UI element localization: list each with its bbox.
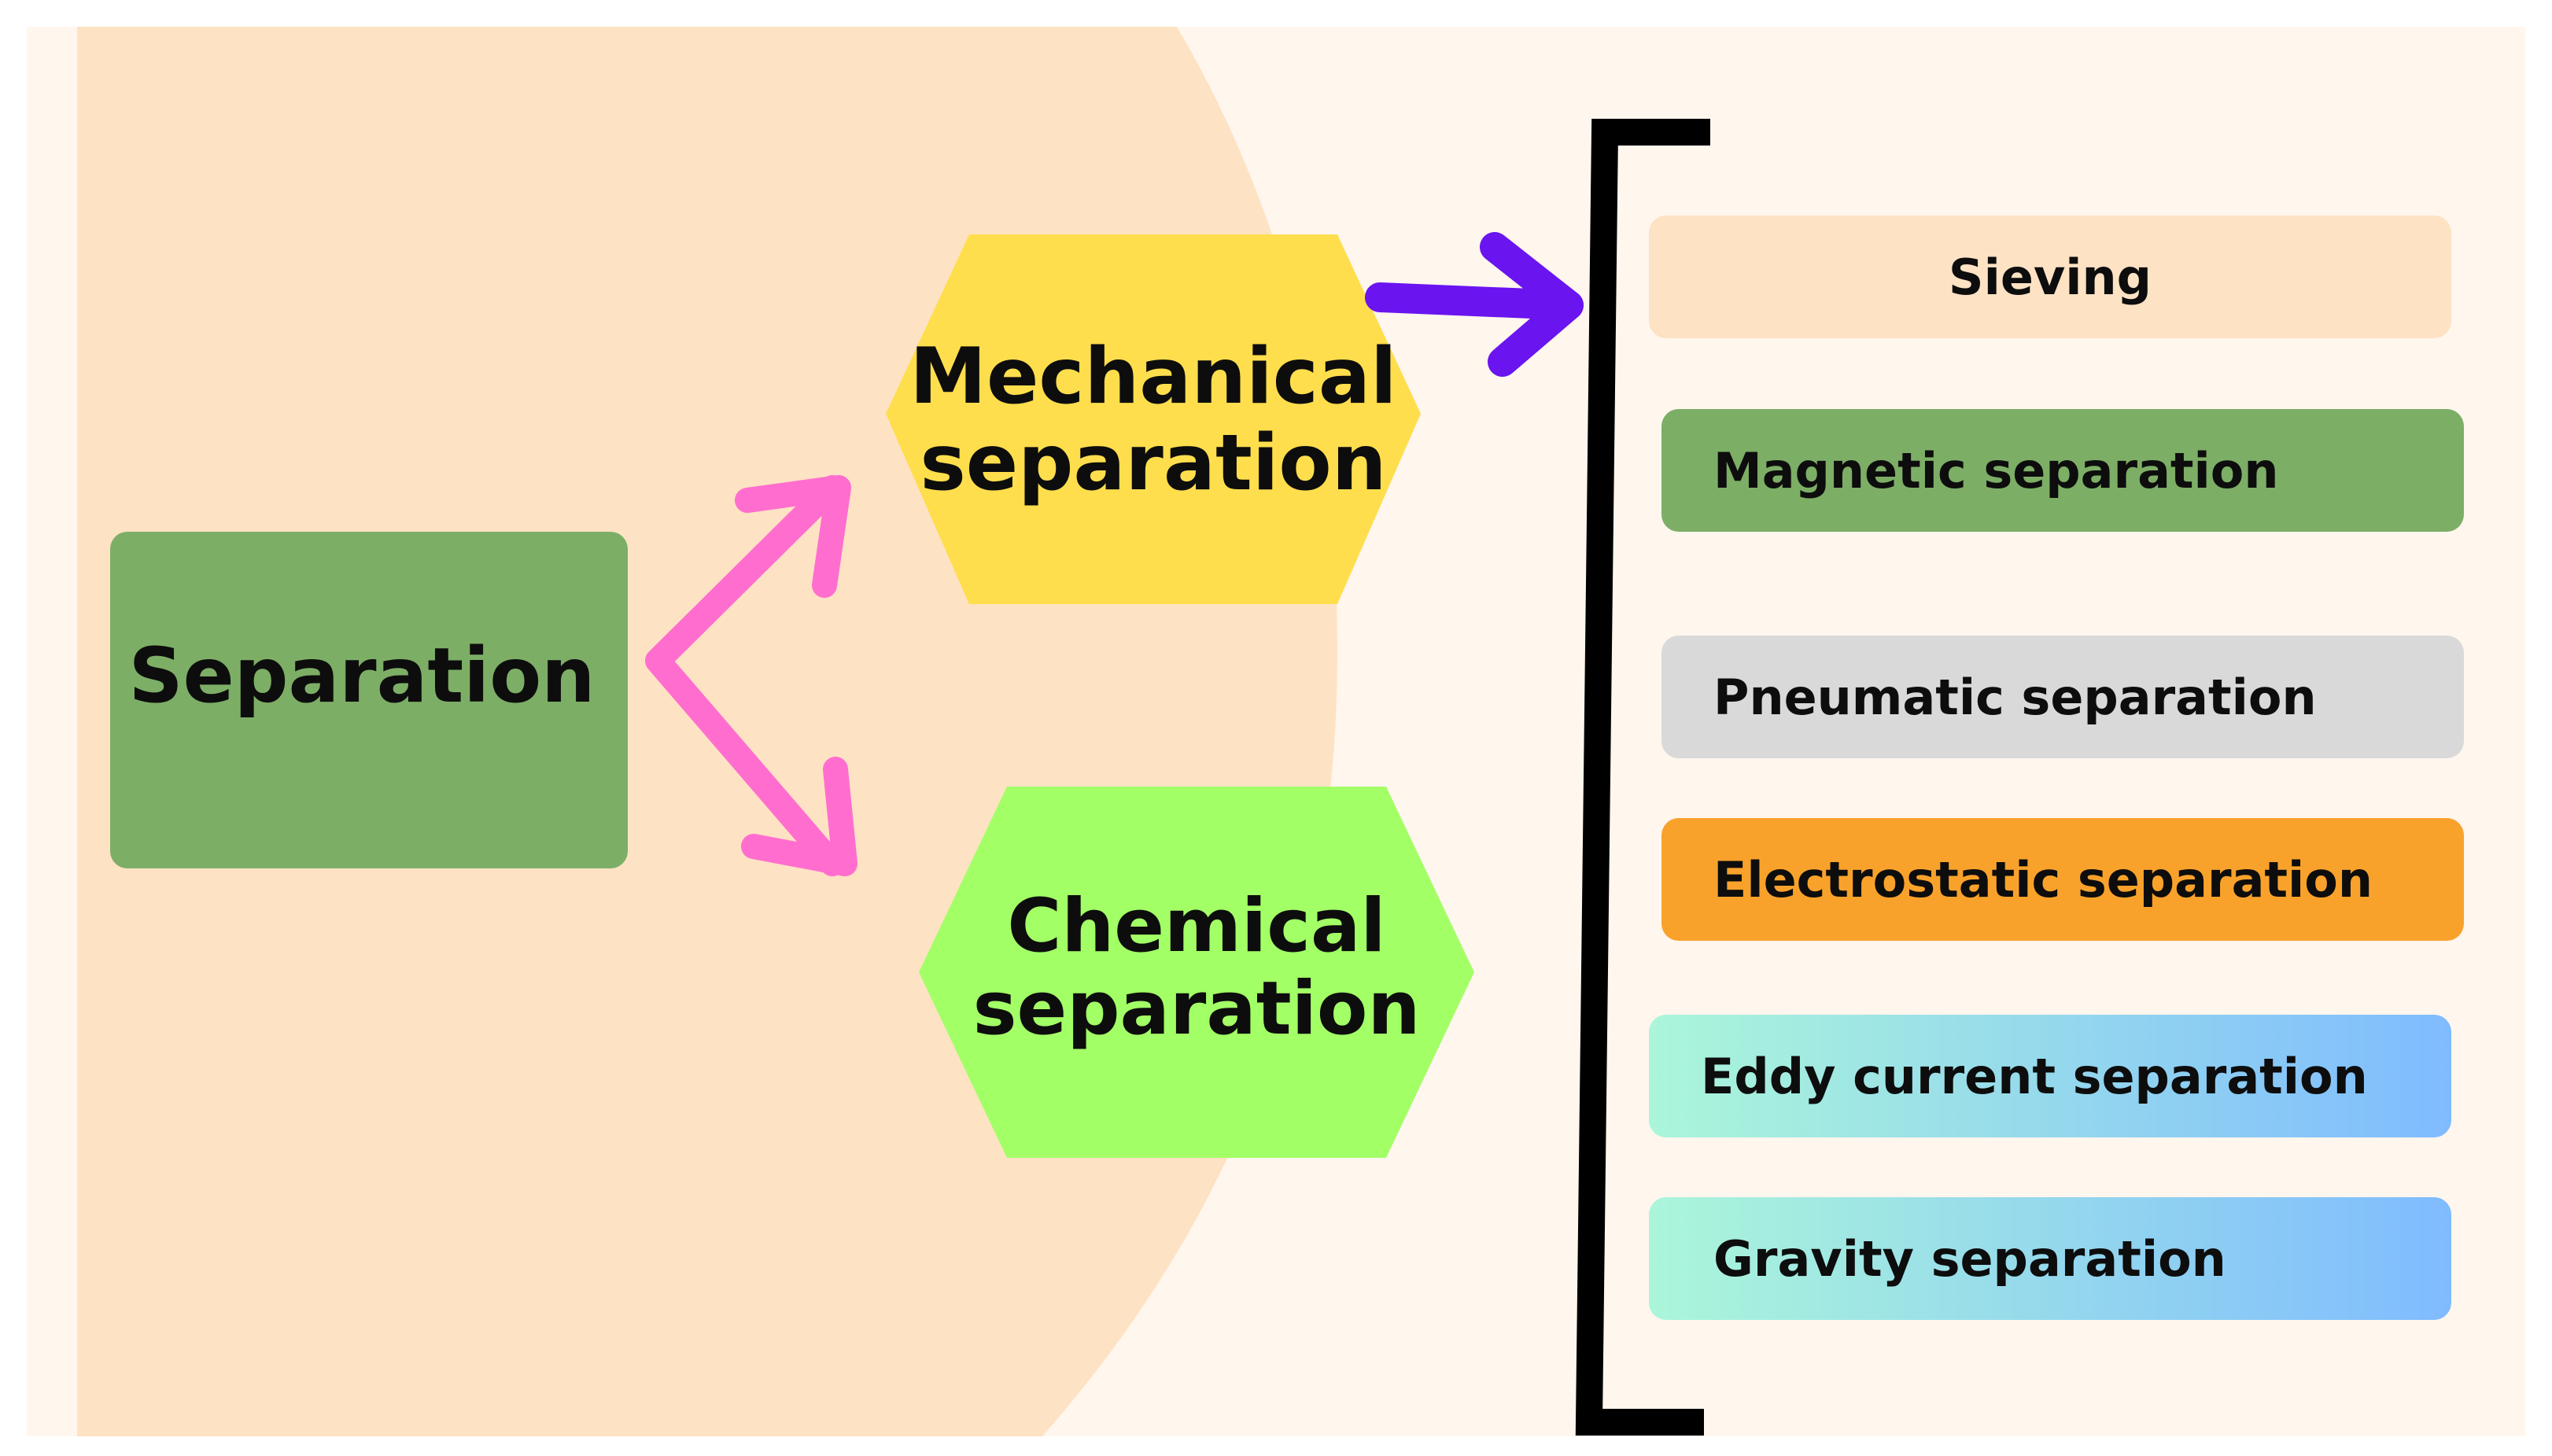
mechanical-label: Mechanical separation (886, 315, 1421, 527)
method-label: Magnetic separation (1713, 441, 2279, 499)
chemical-label: Chemical separation (919, 873, 1474, 1062)
method-pneumatic-separation: Pneumatic separation (1661, 636, 2464, 758)
method-electrostatic-separation: Electrostatic separation (1661, 818, 2464, 941)
arrow-to-methods (1365, 232, 1584, 377)
method-magnetic-separation: Magnetic separation (1661, 409, 2464, 532)
mechanical-label-line-1: Mechanical (909, 332, 1397, 422)
mechanical-label-line-2: separation (920, 418, 1387, 508)
split-arrows (645, 475, 857, 876)
mechanical-hexagon (886, 234, 1421, 604)
methods-bracket (1575, 119, 1710, 1436)
method-gravity-separation: Gravity separation (1649, 1197, 2451, 1320)
method-label: Pneumatic separation (1713, 668, 2317, 726)
arrow-head-to-mechanical (735, 475, 851, 598)
method-arrow-head (1480, 232, 1584, 377)
chemical-hexagon (919, 787, 1474, 1158)
root-box (110, 532, 628, 868)
method-label: Sieving (1948, 248, 2152, 306)
method-label: Electrostatic separation (1713, 850, 2373, 909)
chemical-label-line-1: Chemical (1007, 883, 1386, 969)
root-label: Separation (128, 632, 596, 721)
method-arrow-shaft (1365, 282, 1584, 320)
chemical-label-line-2: separation (972, 966, 1421, 1052)
method-label: Gravity separation (1713, 1229, 2226, 1288)
split-arrow-shafts (645, 475, 845, 876)
method-label: Eddy current separation (1701, 1047, 2368, 1105)
method-sieving: Sieving (1649, 216, 2451, 338)
method-eddy-current-separation: Eddy current separation (1649, 1015, 2451, 1137)
arrow-head-to-chemical (741, 757, 857, 876)
